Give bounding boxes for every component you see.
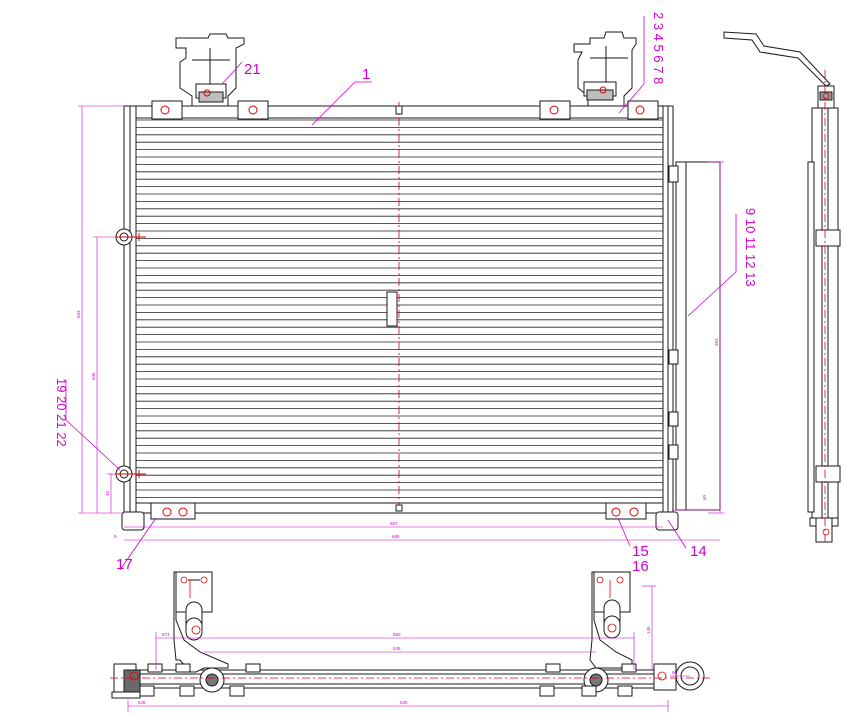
front-dimensions bbox=[78, 105, 724, 541]
dim-bracket-left: 873 bbox=[162, 632, 170, 637]
top-right-pad bbox=[539, 100, 571, 120]
callout-16: 16 bbox=[632, 558, 649, 575]
left-foot bbox=[121, 511, 145, 531]
callout-top-stack: 2 3 4 5 6 7 8 bbox=[651, 12, 666, 84]
labels: 1 21 2 3 4 5 6 7 8 9 10 11 12 13 19 20 2… bbox=[54, 12, 758, 705]
callout-1: 1 bbox=[362, 66, 370, 83]
top-left-pad-2 bbox=[237, 100, 269, 120]
receiver-dryer bbox=[675, 161, 721, 511]
mount-bracket-icon bbox=[589, 571, 633, 669]
dim-bracket-span: 560 bbox=[393, 632, 401, 637]
dim-right-small: 40 bbox=[702, 494, 707, 500]
mount-bracket-icon bbox=[175, 33, 245, 107]
bolt-icon bbox=[116, 86, 645, 517]
center-label-box bbox=[386, 291, 398, 327]
callout-left-stack: 19 20 21 22 bbox=[54, 378, 69, 447]
dim-bottom-height: 145 bbox=[646, 626, 651, 634]
right-foot bbox=[655, 511, 679, 531]
top-right-pad-2 bbox=[627, 100, 659, 120]
mount-bracket-icon bbox=[173, 571, 229, 673]
top-left-pad bbox=[151, 100, 183, 120]
dim-dryer-height: 363 bbox=[714, 338, 719, 346]
dim-inner-span: 535 bbox=[393, 646, 401, 651]
dim-bottom-left: 545 bbox=[138, 700, 146, 705]
leader-lines bbox=[65, 16, 737, 571]
front-view bbox=[115, 31, 721, 531]
bottom-right-pad bbox=[605, 502, 647, 520]
bottom-view-centerline bbox=[110, 576, 710, 681]
callout-14: 14 bbox=[690, 543, 707, 560]
dim-bottom-right: 90 bbox=[672, 670, 678, 675]
dim-core-width: 667 bbox=[390, 521, 398, 526]
bottom-dimensions bbox=[127, 585, 690, 712]
bottom-left-pad bbox=[150, 502, 196, 520]
callout-15: 15 bbox=[632, 543, 649, 560]
callout-side-stack: 9 10 11 12 13 bbox=[743, 208, 758, 287]
core-fins bbox=[136, 119, 663, 498]
dim-left-span: 545 bbox=[91, 372, 96, 380]
callout-21: 21 bbox=[244, 61, 261, 78]
dim-left-small: 9 bbox=[114, 534, 117, 539]
callout-17: 17 bbox=[116, 556, 133, 573]
dim-overall-height: 563 bbox=[76, 310, 81, 318]
mount-bracket-icon bbox=[573, 31, 637, 107]
bottom-view bbox=[111, 571, 705, 699]
dim-overall-width: 685 bbox=[392, 534, 400, 539]
side-view-centerline bbox=[822, 70, 830, 545]
dim-bottom-offset: 45 bbox=[105, 490, 110, 496]
dim-bottom-span: 635 bbox=[400, 700, 408, 705]
side-bracket bbox=[723, 31, 831, 87]
side-view bbox=[723, 31, 841, 543]
